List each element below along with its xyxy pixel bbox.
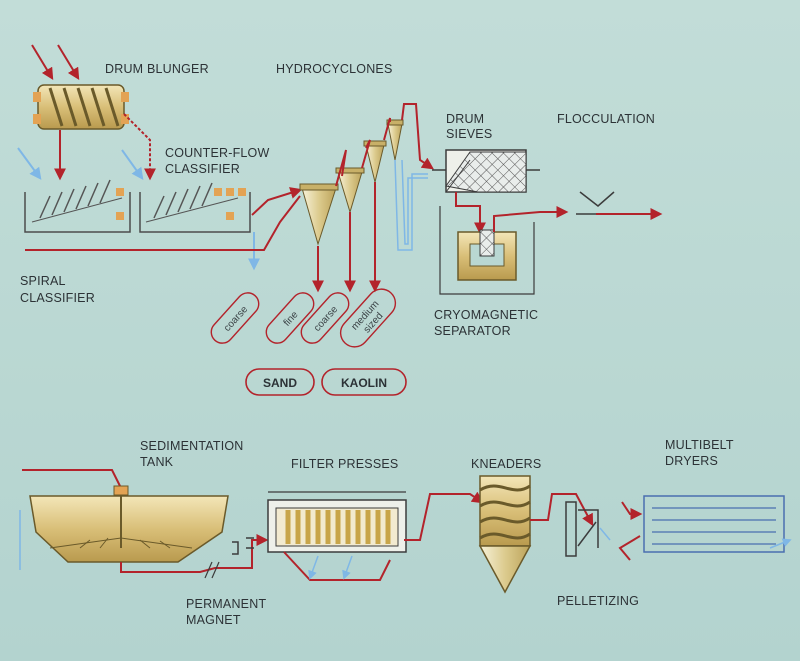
label-hydrocyclones: HYDROCYCLONES — [276, 62, 393, 76]
label-multibelt: MULTIBELT — [665, 438, 734, 452]
kneaders-unit — [478, 475, 594, 594]
sand-pill: SAND — [245, 368, 315, 396]
pelletizing-unit — [565, 501, 611, 557]
drum-blunger-unit — [31, 44, 156, 181]
label-spiral-classifier: CLASSIFIER — [20, 291, 95, 305]
hydrocyclones-unit — [299, 103, 434, 293]
label-filter-presses: FILTER PRESSES — [291, 457, 398, 471]
drum-sieves-unit — [432, 149, 540, 235]
svg-text:coarse: coarse — [312, 304, 341, 334]
permanent-magnet-unit — [232, 534, 269, 569]
label-dryers: DRYERS — [665, 454, 718, 468]
sedimentation-tank-unit — [19, 469, 240, 579]
product-pill-medium-sized: medium sized — [339, 288, 397, 348]
spiral-classifier-unit — [17, 147, 131, 233]
svg-text:coarse: coarse — [222, 304, 251, 334]
label-kneaders: KNEADERS — [471, 457, 541, 471]
filter-presses-unit — [267, 491, 484, 581]
label-drum-blunger: DRUM BLUNGER — [105, 62, 209, 76]
label-flocculation: FLOCCULATION — [557, 112, 655, 126]
label-drum: DRUM — [446, 112, 484, 126]
label-spiral: SPIRAL — [20, 274, 66, 288]
label-sieves: SIEVES — [446, 127, 492, 141]
label-magnet: MAGNET — [186, 613, 241, 627]
product-pill-coarse-1: coarse — [210, 292, 260, 344]
cryomagnetic-separator-unit — [439, 206, 569, 295]
label-permanent: PERMANENT — [186, 597, 266, 611]
label-cryomagnetic: CRYOMAGNETIC — [434, 308, 538, 322]
flocculation-unit — [576, 191, 663, 220]
slurry-line — [25, 195, 301, 251]
multibelt-dryers-unit — [618, 495, 792, 561]
label-separator: SEPARATOR — [434, 324, 511, 338]
kaolin-pill: KAOLIN — [321, 368, 407, 396]
svg-text:SAND: SAND — [263, 376, 297, 390]
label-pelletizing: PELLETIZING — [557, 594, 639, 608]
svg-text:KAOLIN: KAOLIN — [341, 376, 387, 390]
label-sedimentation: SEDIMENTATION — [140, 439, 244, 453]
label-counter-flow: COUNTER-FLOW — [165, 146, 269, 160]
label-classifier: CLASSIFIER — [165, 162, 240, 176]
label-tank: TANK — [140, 455, 174, 469]
